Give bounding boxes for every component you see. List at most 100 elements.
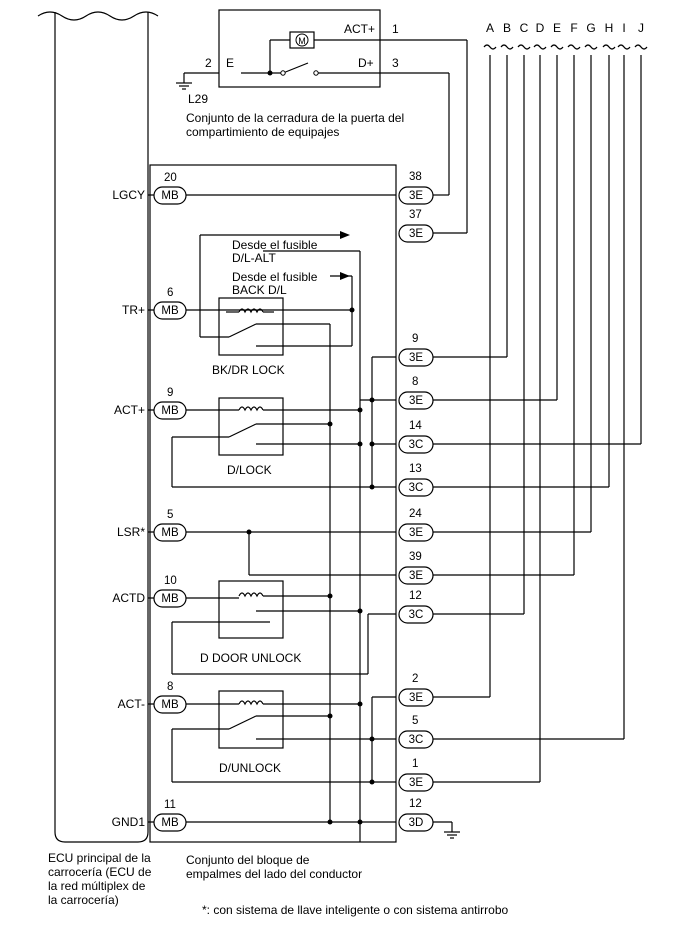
lock-caption-line-1: Conjunto de la cerradura de la puerta de…	[186, 111, 404, 125]
svg-text:3E: 3E	[409, 692, 423, 704]
ecu-caption-line-2: carrocería (ECU de	[48, 865, 152, 879]
mb-connector: MB 11	[153, 799, 187, 832]
ecu-terminal-actd: ACTD	[112, 591, 145, 605]
svg-text:3D: 3D	[409, 817, 424, 829]
relay-d-door-unlock-box	[218, 580, 284, 639]
lock-caption-line-2: compartimiento de equipajes	[186, 125, 339, 139]
svg-text:MB: MB	[161, 817, 179, 829]
junction-caption-line-1: Conjunto del bloque de	[186, 853, 310, 867]
motor-icon: M	[289, 31, 315, 49]
svg-text:12: 12	[409, 798, 422, 810]
fuse-back-dl-line-1: Desde el fusible	[232, 270, 318, 284]
lock-pin-3: 3	[392, 56, 399, 70]
mb-connector: MB 6	[153, 287, 187, 320]
svg-text:38: 38	[409, 171, 422, 183]
svg-text:10: 10	[164, 575, 177, 587]
bus-breaks	[483, 44, 648, 50]
svg-text:M: M	[298, 36, 306, 46]
ecu-terminal-act-minus: ACT-	[118, 697, 145, 711]
fuse-dl-alt-line-2: D/L-ALT	[232, 251, 276, 265]
bus-letter: F	[570, 21, 577, 35]
right-connector: 3D 12	[398, 798, 434, 832]
bus-letter: E	[553, 21, 561, 35]
ecu-torn-edge	[37, 11, 159, 21]
lock-label-e: E	[226, 56, 234, 70]
svg-text:11: 11	[164, 799, 176, 811]
relay-bk-dr-lock-label: BK/DR LOCK	[212, 363, 285, 377]
bus-letter: H	[605, 21, 614, 35]
right-connector: 3C 5	[398, 715, 434, 749]
mb-connector: MB 5	[153, 509, 187, 542]
svg-text:1: 1	[412, 758, 418, 770]
svg-text:24: 24	[409, 508, 422, 520]
svg-text:MB: MB	[161, 699, 179, 711]
bus-letter: A	[486, 21, 494, 35]
svg-text:MB: MB	[161, 305, 179, 317]
lock-assy-box	[218, 9, 381, 88]
lock-pin-2: 2	[205, 56, 212, 70]
svg-text:3C: 3C	[409, 734, 424, 746]
svg-text:5: 5	[167, 509, 173, 521]
mb-connector: MB 9	[153, 387, 187, 420]
svg-text:3E: 3E	[409, 527, 423, 539]
svg-text:14: 14	[409, 420, 422, 432]
svg-text:MB: MB	[161, 405, 179, 417]
relay-bk-dr-lock-box	[218, 297, 284, 356]
svg-text:9: 9	[167, 387, 173, 399]
svg-text:3C: 3C	[409, 482, 424, 494]
bus-letter: D	[536, 21, 545, 35]
svg-text:2: 2	[412, 673, 418, 685]
ecu-terminal-gnd1: GND1	[112, 815, 146, 829]
svg-text:9: 9	[412, 333, 418, 345]
relay-d-unlock-label: D/UNLOCK	[219, 761, 281, 775]
mb-connectors: MB 20 MB 6 MB 9 MB 5 MB 10 MB 8	[153, 172, 187, 832]
mb-connector: MB 10	[153, 575, 187, 608]
svg-text:13: 13	[409, 463, 422, 475]
lock-ground-label: L29	[188, 92, 208, 106]
bus-letter: G	[586, 21, 595, 35]
right-connector: 3E 38	[398, 171, 434, 205]
ecu-caption-line-3: la red múltiplex de	[48, 879, 146, 893]
svg-text:8: 8	[167, 681, 173, 693]
right-connector: 3C 14	[398, 420, 434, 454]
svg-text:8: 8	[412, 376, 418, 388]
lock-label-d-plus: D+	[358, 56, 374, 70]
ecu-caption-line-1: ECU principal de la	[48, 851, 151, 865]
svg-text:MB: MB	[161, 593, 179, 605]
lock-pin-1: 1	[392, 22, 399, 36]
svg-text:3E: 3E	[409, 190, 423, 202]
relay-d-unlock-box	[218, 690, 284, 749]
ecu-outline	[54, 12, 149, 843]
svg-text:39: 39	[409, 551, 422, 563]
right-connector: 3E 2	[398, 673, 434, 707]
svg-text:12: 12	[409, 590, 422, 602]
ecu-terminal-tr-plus: TR+	[122, 303, 145, 317]
relay-d-lock-box	[218, 397, 284, 456]
fuse-dl-alt-line-1: Desde el fusible	[232, 238, 318, 252]
bus-letter: B	[503, 21, 511, 35]
svg-text:37: 37	[409, 209, 422, 221]
junction-block-box	[149, 164, 397, 843]
right-connector: 3E 24	[398, 508, 434, 542]
right-connector: 3E 9	[398, 333, 434, 367]
bus-letter: C	[520, 21, 529, 35]
svg-text:MB: MB	[161, 527, 179, 539]
relay-d-lock-label: D/LOCK	[227, 463, 272, 477]
svg-text:6: 6	[167, 287, 173, 299]
right-connector: 3E 37	[398, 209, 434, 243]
ecu-caption-line-4: la carrocería)	[48, 893, 119, 907]
mb-connector: MB 8	[153, 681, 187, 714]
footnote: *: con sistema de llave inteligente o co…	[202, 903, 508, 917]
lock-label-act-plus: ACT+	[344, 22, 375, 36]
right-connector: 3E 8	[398, 376, 434, 410]
ecu-terminal-lsr: LSR*	[117, 525, 145, 539]
svg-text:3C: 3C	[409, 609, 424, 621]
bus-letter: J	[638, 21, 644, 35]
svg-text:3E: 3E	[409, 777, 423, 789]
fuse-back-dl-line-2: BACK D/L	[232, 283, 287, 297]
bus-letter: I	[622, 21, 625, 35]
svg-text:MB: MB	[161, 190, 179, 202]
svg-text:3E: 3E	[409, 228, 423, 240]
right-connectors: 3E 38 3E 37 3E 9 3E 8 3C 14 3C 13	[398, 171, 434, 832]
